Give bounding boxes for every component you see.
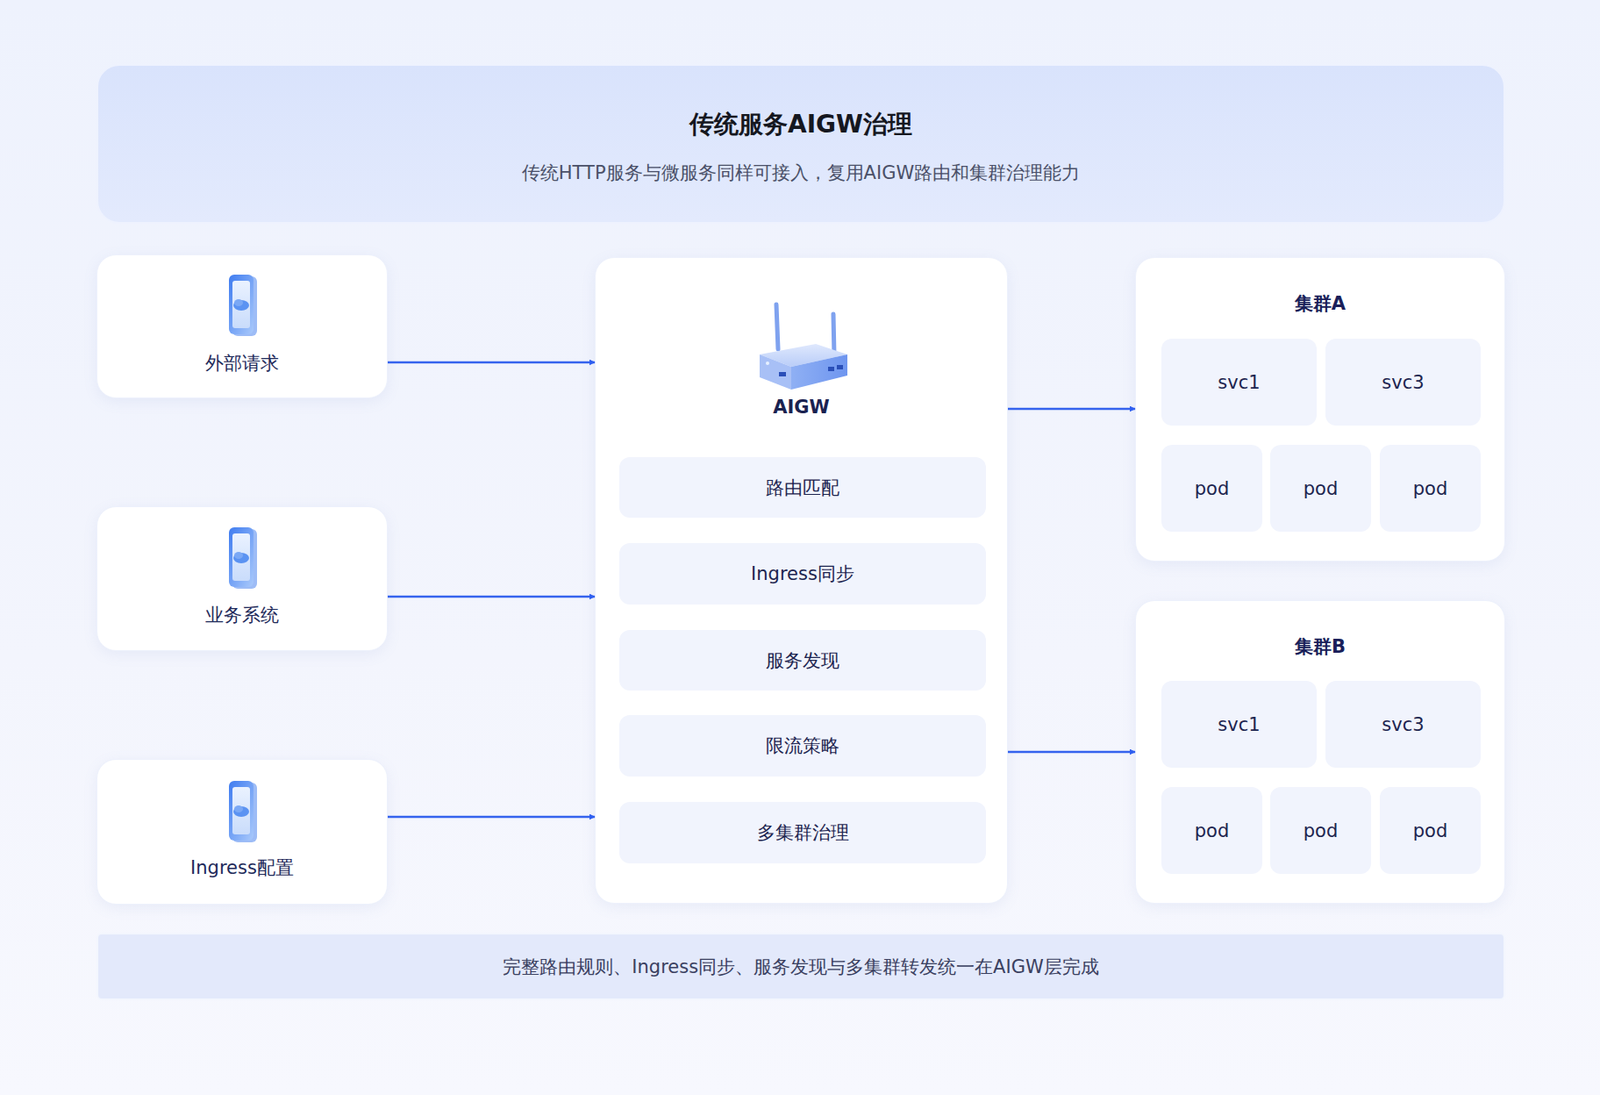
footer-note: 完整路由规则、Ingress同步、服务发现与多集群转发统一在AIGW层完成 <box>98 934 1504 999</box>
source-label: 外部请求 <box>97 350 387 377</box>
gateway-box: AIGW 路由匹配 Ingress同步服务发现限流策略多集群治理 <box>594 257 1008 904</box>
router-port <box>828 366 835 372</box>
service-label: svc1 <box>1161 680 1317 768</box>
capability-label: 多集群治理 <box>619 801 986 864</box>
flow-arrow <box>387 595 595 599</box>
service-label: svc3 <box>1325 338 1481 426</box>
flow-arrow <box>387 361 595 365</box>
service-cell: svc1 <box>1161 338 1317 426</box>
service-cell: svc3 <box>1325 680 1481 768</box>
source-label: Ingress配置 <box>97 854 387 881</box>
gateway-label: AIGW <box>595 393 1008 421</box>
flow-arrow <box>387 815 595 819</box>
service-cell: pod <box>1379 786 1481 874</box>
service-label: pod <box>1379 786 1481 874</box>
service-label: svc3 <box>1325 680 1481 768</box>
capability-label: 服务发现 <box>619 629 986 691</box>
flow-arrow <box>1007 750 1136 754</box>
service-cell: pod <box>1270 786 1372 874</box>
service-cell: pod <box>1270 444 1372 532</box>
phone-icon <box>228 780 258 843</box>
cluster-title: 集群A <box>1135 290 1505 317</box>
cluster-box: 集群Bsvc1svc3podpodpod <box>1135 600 1506 904</box>
service-label: pod <box>1270 444 1372 532</box>
router-front <box>791 354 848 390</box>
footer-band: 完整路由规则、Ingress同步、服务发现与多集群转发统一在AIGW层完成 <box>96 932 1506 1000</box>
header-band: 传统服务AIGW治理传统HTTP服务与微服务同样可接入，复用AIGW路由和集群治… <box>96 64 1506 224</box>
router-port <box>836 364 843 370</box>
service-label: pod <box>1161 786 1263 874</box>
router-antenna <box>776 304 779 350</box>
phone-icon <box>228 527 258 589</box>
capability-box: 多集群治理 <box>619 801 986 864</box>
service-cell: svc3 <box>1325 338 1481 426</box>
router-port <box>778 371 786 377</box>
source-box: 外部请求 <box>96 254 388 399</box>
router-antenna <box>833 314 835 356</box>
router-led <box>765 361 770 365</box>
service-label: pod <box>1379 444 1481 532</box>
cluster-title: 集群B <box>1135 633 1505 660</box>
router-side <box>759 354 792 390</box>
service-cell: pod <box>1379 444 1481 532</box>
service-cell: svc1 <box>1161 680 1317 768</box>
service-label: svc1 <box>1161 338 1317 426</box>
service-label: pod <box>1270 786 1372 874</box>
cluster-box: 集群Asvc1svc3podpodpod <box>1135 257 1506 562</box>
source-box: 业务系统 <box>96 506 388 651</box>
diagram-title: 传统服务AIGW治理 <box>98 107 1504 143</box>
capability-box: 限流策略 <box>619 714 986 777</box>
phone-icon <box>228 274 258 336</box>
service-label: pod <box>1161 444 1263 532</box>
flow-arrow <box>1007 407 1136 411</box>
service-cell: pod <box>1161 786 1263 874</box>
source-box: Ingress配置 <box>96 758 388 905</box>
capability-label: 路由匹配 <box>619 457 986 518</box>
capability-box: 路由匹配 <box>619 457 986 518</box>
service-cell: pod <box>1161 444 1263 532</box>
capability-box: Ingress同步 <box>619 542 986 605</box>
router-top <box>759 343 848 367</box>
capability-label: 限流策略 <box>619 714 986 777</box>
router-icon <box>759 304 848 390</box>
capability-box: 服务发现 <box>619 629 986 691</box>
capability-label: Ingress同步 <box>619 542 986 605</box>
diagram-subtitle: 传统HTTP服务与微服务同样可接入，复用AIGW路由和集群治理能力 <box>98 159 1504 186</box>
source-label: 业务系统 <box>97 601 387 629</box>
